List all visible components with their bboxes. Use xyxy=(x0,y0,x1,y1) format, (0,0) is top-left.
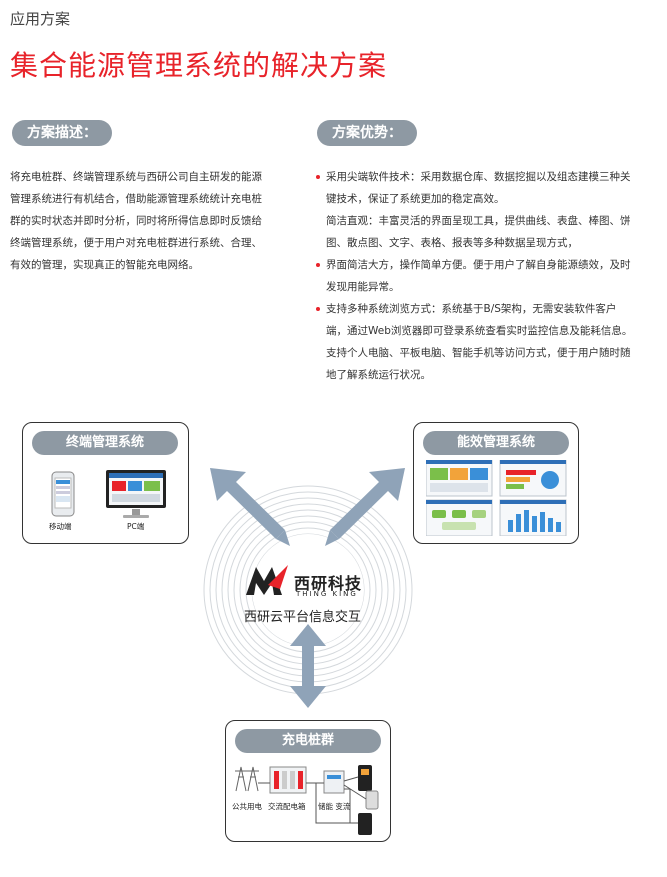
connection-lines xyxy=(258,776,367,824)
charging-pile-icon xyxy=(358,813,372,835)
energy-dashboard-thumbnails xyxy=(426,460,567,536)
distribution-cabinet-icon xyxy=(269,766,307,794)
dashboard-thumb xyxy=(499,499,567,536)
arrow-to-charging xyxy=(290,624,326,708)
dashboard-thumb xyxy=(499,460,567,497)
charging-label-cabinet: 交流配电箱 xyxy=(268,802,306,811)
dashboard-thumb xyxy=(426,460,493,497)
pc-monitor-icon xyxy=(106,470,166,518)
terminal-system-title: 终端管理系统 xyxy=(32,431,178,455)
description-paragraph: 将充电桩群、终端管理系统与西研公司自主研发的能源管理系统进行有机结合，借助能源管… xyxy=(10,171,262,271)
diagram-graphic xyxy=(203,468,413,708)
advantage-item: 界面简洁大方，操作简单方便。便于用户了解自身能源绩效，及时发现用能异常。 xyxy=(315,254,633,298)
terminal-system-box: 终端管理系统 移动端 PC端 xyxy=(22,422,189,544)
page-title: 集合能源管理系统的解决方案 xyxy=(10,49,388,82)
dashboard-thumb xyxy=(426,499,493,536)
brand-name-en: THING KING xyxy=(296,590,358,598)
charging-group-title: 充电桩群 xyxy=(235,729,381,753)
advantage-item: 支持多种系统浏览方式：系统基于B/S架构，无需安装软件客户端，通过Web浏览器即… xyxy=(315,298,633,386)
advantages-list: 采用尖端软件技术：采用数据仓库、数据挖掘以及组态建模三种关键技术，保证了系统更加… xyxy=(315,166,633,386)
center-disc xyxy=(252,534,364,646)
energy-system-title: 能效管理系统 xyxy=(423,431,569,455)
charging-group-box: 充电桩群 xyxy=(225,720,391,842)
charging-label-storage: 储能 变流 xyxy=(318,802,351,811)
mobile-phone-icon xyxy=(51,471,75,517)
section-label: 应用方案 xyxy=(10,10,71,28)
arrow-to-terminal xyxy=(210,468,290,546)
advantage-item: 简洁直观：丰富灵活的界面呈现工具，提供曲线、表盘、棒图、饼图、散点图、文字、表格… xyxy=(326,215,631,249)
mobile-label: 移动端 xyxy=(49,522,72,531)
platform-label: 西研云平台信息交互 xyxy=(244,610,362,625)
charging-label-public: 公共用电 xyxy=(232,802,262,811)
arrow-to-energy xyxy=(325,468,405,546)
charging-pile-icon xyxy=(365,790,379,810)
energy-system-box: 能效管理系统 xyxy=(413,422,579,544)
brand-name: 西研科技 xyxy=(294,574,363,593)
power-tower-icon xyxy=(235,766,259,792)
charging-pile-icon xyxy=(358,765,372,791)
storage-converter-icon xyxy=(323,770,345,794)
pc-label: PC端 xyxy=(127,522,145,531)
advantage-item: 采用尖端软件技术：采用数据仓库、数据挖掘以及组态建模三种关键技术，保证了系统更加… xyxy=(315,166,633,210)
advantages-heading: 方案优势： xyxy=(317,120,417,146)
description-heading: 方案描述： xyxy=(12,120,112,146)
charging-topology xyxy=(235,765,379,835)
brand-logo-icon xyxy=(246,565,288,595)
